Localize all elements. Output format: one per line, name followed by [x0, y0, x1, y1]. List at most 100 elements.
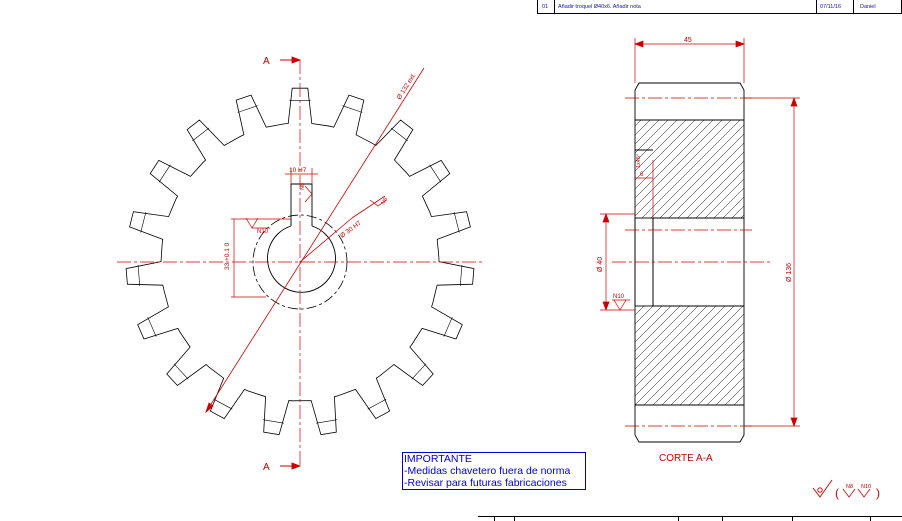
dim-keyway-depth: 33 +0.1 0 [224, 242, 231, 270]
hatch-line [635, 120, 744, 405]
hatch-line [635, 120, 705, 405]
hatch-line [646, 120, 744, 405]
hatch-line [635, 120, 741, 405]
hatch-line [664, 120, 744, 405]
hatch-line [727, 120, 744, 405]
hatch-line [635, 120, 744, 405]
title-block-divider [792, 517, 793, 521]
hatch-line [269, 120, 569, 420]
dim-pitch-diameter: Ø 132 ext. [396, 72, 418, 101]
hatch-line [635, 120, 642, 405]
gear-bore [267, 183, 336, 293]
finish-symbol-n8-bore [369, 199, 387, 207]
hatch-line [635, 120, 723, 405]
hatch-line [635, 120, 744, 405]
hatch-line [673, 120, 744, 405]
finish-symbol-n10-section [612, 299, 630, 311]
general-finish-symbol [812, 479, 833, 498]
revision-description: Añadir troquel Ø40x6. Añadir nota [558, 4, 641, 10]
finish-general-a: N8 [846, 484, 853, 490]
hatch-line [635, 120, 744, 405]
dim-outer-lines [744, 97, 800, 427]
note-title: IMPORTANTE [404, 453, 472, 465]
finish-symbol-n10-gear [245, 217, 270, 229]
hatch-line [691, 120, 744, 405]
important-note: IMPORTANTE -Medidas chavetero fuera de n… [402, 452, 586, 490]
hatch-line [709, 120, 744, 405]
hatch-line [682, 120, 744, 405]
diameter-leader [205, 67, 425, 414]
revision-number: 01 [542, 4, 549, 10]
hatch-line [215, 120, 515, 420]
table-divider [554, 0, 555, 13]
title-block-divider [678, 517, 679, 521]
hatch-line [635, 120, 669, 405]
hatch-line [287, 120, 587, 420]
hatch-line [736, 120, 744, 405]
dim-width-lines [634, 38, 745, 83]
hatch-line [635, 120, 714, 405]
finish-n10-section: N10 [613, 294, 625, 300]
hatch-line [635, 120, 744, 405]
dim-outer-diameter: Ø 136 [786, 263, 793, 282]
hatch-line [296, 120, 596, 420]
hatch-line [635, 120, 744, 405]
hatch-line [635, 120, 687, 405]
hatch-line [278, 120, 578, 420]
finish-n8-bore: N8 [381, 197, 390, 206]
finish-n8-key: N8 [300, 183, 306, 190]
finish-paren-open: ( [835, 486, 839, 500]
section-label-top: A [263, 56, 270, 67]
dim-keyway-width: 10 H7 [289, 167, 307, 174]
dim-counterbore-lines [600, 213, 635, 311]
title-block-divider [870, 517, 871, 521]
finish-symbol-n8-key [304, 185, 313, 203]
finish-general-b: N10 [861, 484, 871, 490]
section-centerlines [612, 97, 770, 427]
dim-chamfer: 1x45° [636, 154, 642, 168]
title-block-divider [722, 517, 723, 521]
table-divider [816, 0, 817, 13]
hatch-line [655, 120, 744, 405]
section-caption: CORTE A-A [659, 453, 713, 464]
hatch-line [635, 120, 678, 405]
finish-paren-close: ) [876, 486, 880, 500]
note-line-2: -Revisar para futuras fabricaciones [404, 477, 567, 489]
hatch-line [635, 120, 744, 405]
hatch-line [323, 120, 623, 420]
table-divider [853, 0, 854, 13]
dim-keyway-depth-lines [231, 218, 291, 298]
title-block-divider [494, 517, 495, 521]
hatch-line [635, 120, 744, 405]
hatch-line [635, 120, 744, 405]
dim-depth-lines [635, 160, 654, 218]
section-label-bottom: A [263, 462, 270, 473]
hatch-line [635, 120, 744, 405]
dim-keyway-width-lines [285, 168, 318, 184]
title-block-edge [478, 516, 902, 521]
hatch-line [305, 120, 605, 420]
hatch-line [314, 120, 614, 420]
hatch-line [332, 120, 632, 420]
hatch-line [635, 120, 660, 405]
hatch-line [242, 120, 542, 420]
hatch-line [746, 120, 902, 420]
section-hatching [215, 120, 902, 420]
hatch-line [718, 120, 744, 405]
hatch-line [635, 120, 744, 405]
dim-width: 45 [684, 37, 692, 44]
finish-n10-gear: N10 [257, 229, 269, 235]
revision-author: Daniel [860, 4, 876, 10]
dim-depth: 6 [640, 172, 644, 178]
hatch-line [635, 120, 696, 405]
hatch-line [635, 120, 744, 405]
finish-general-a-mark [842, 488, 856, 498]
hatch-line [635, 120, 732, 405]
title-block-divider [514, 517, 515, 521]
hatch-line [637, 120, 744, 405]
dim-bore-diameter: Ø 30 H7 [339, 220, 363, 240]
hatch-line [233, 120, 533, 420]
hatch-line [635, 120, 651, 405]
finish-general-b-mark [857, 488, 871, 498]
